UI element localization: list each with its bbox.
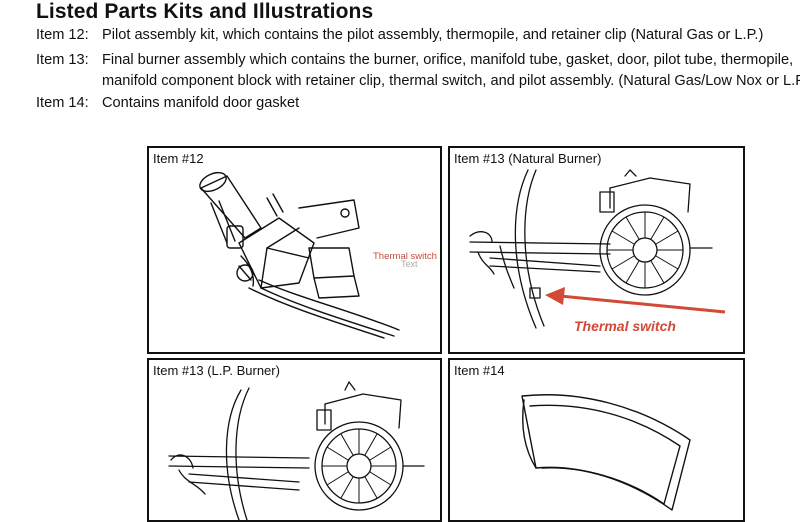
panel-item-13-lp: Item #13 (L.P. Burner): [147, 358, 442, 522]
pilot-assembly-illustration: [199, 171, 400, 339]
lp-burner-illustration: [168, 381, 425, 520]
thermal-switch-callout: Thermal switch: [574, 318, 676, 334]
panel-label: Item #13 (Natural Burner): [454, 151, 602, 166]
overlap-text-artifact: Text: [401, 259, 418, 269]
item-14-row: Item 14: Contains manifold door gasket: [36, 93, 299, 114]
item-number: Item 12:: [36, 27, 89, 43]
thermal-switch-callout: Thermal switch: [373, 251, 437, 262]
item-12-row: Item 12: Pilot assembly kit, which contai…: [36, 25, 763, 46]
item-description-line: Contains manifold door gasket: [102, 95, 300, 111]
panel-label: Item #13 (L.P. Burner): [153, 363, 280, 378]
page-heading: Listed Parts Kits and Illustrations: [36, 0, 374, 23]
panel-label: Item #14: [454, 363, 505, 378]
item-number: Item 13:: [36, 52, 89, 68]
panel-label: Item #12: [153, 151, 204, 166]
natural-burner-illustration: [469, 169, 726, 329]
panel-item-12: Item #12 Thermal switch Text: [147, 146, 442, 354]
item-description: Pilot assembly kit, which contains the p…: [102, 25, 763, 46]
door-gasket-illustration: [521, 394, 691, 511]
item-description-line: Final burner assembly which contains the…: [102, 52, 794, 68]
item-description-line: manifold component block with retainer c…: [102, 73, 800, 89]
panel-item-13-natural: Item #13 (Natural Burner) Thermal switch: [448, 146, 745, 354]
item-description: Final burner assembly which contains the…: [102, 50, 800, 92]
item-description: Contains manifold door gasket: [102, 93, 299, 114]
item-description-line: Pilot assembly kit, which contains the p…: [102, 27, 764, 43]
item-number: Item 14:: [36, 95, 89, 111]
item-13-row: Item 13: Final burner assembly which cont…: [36, 50, 800, 92]
panel-item-14: Item #14: [448, 358, 745, 522]
